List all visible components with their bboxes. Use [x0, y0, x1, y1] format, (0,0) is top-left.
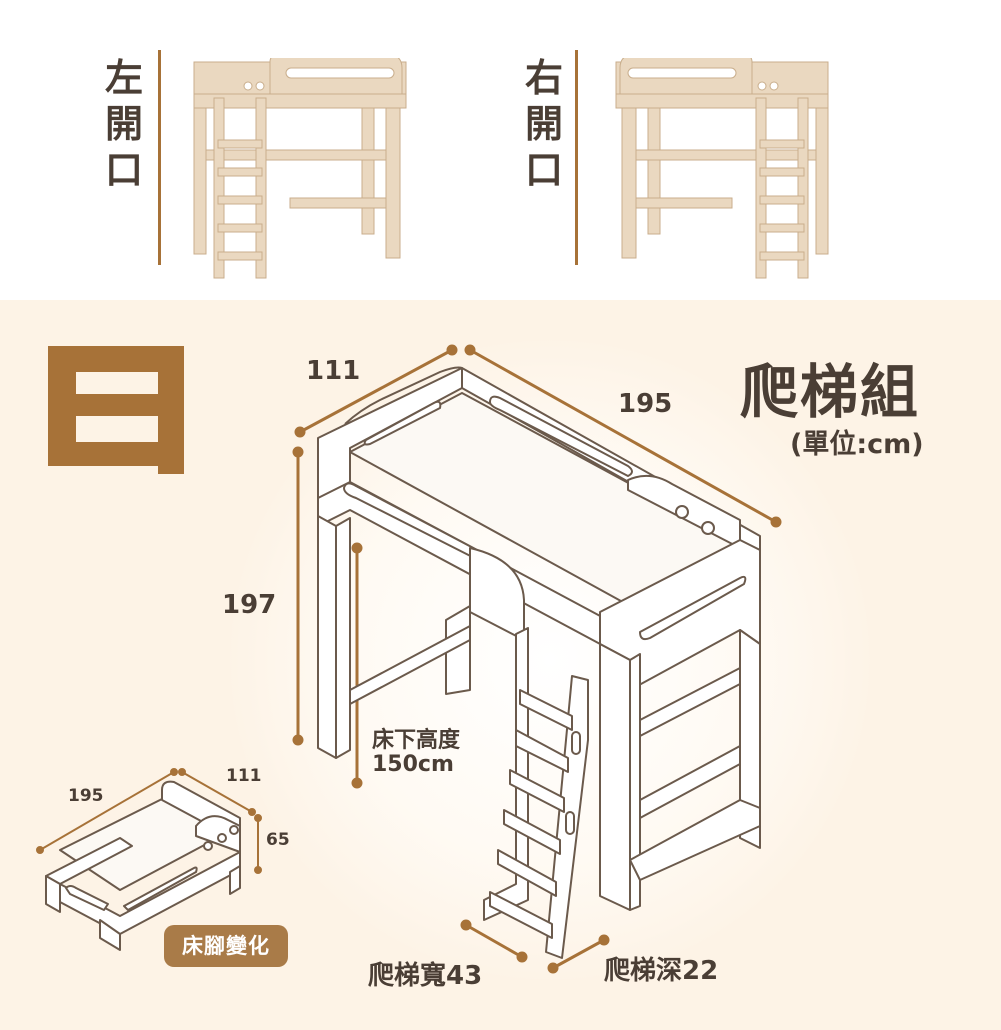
ladder-width-dimension-line	[465, 923, 523, 959]
right-divider-line	[575, 50, 578, 265]
width-dimension-line	[299, 348, 453, 434]
left-opening-bed-photo	[193, 58, 407, 279]
variant-length-line	[39, 771, 175, 851]
variant-height-label: 65	[266, 830, 290, 850]
ladder-width-label: 爬梯寬43	[368, 961, 483, 991]
left-divider-line	[158, 50, 161, 265]
under-bed-value: 150cm	[372, 752, 454, 777]
right-opening-char-2: 開	[524, 102, 565, 146]
right-opening-char-3: 口	[524, 148, 565, 192]
length-label: 195	[618, 389, 673, 419]
variant-length-label: 195	[68, 786, 104, 806]
variant-width-label: 111	[226, 766, 262, 786]
right-opening-char-1: 右	[524, 56, 565, 100]
ladder-depth-label: 爬梯深22	[604, 956, 719, 986]
width-label: 111	[306, 356, 361, 386]
left-opening-char-1: 左	[104, 56, 145, 100]
mini-bed-variant	[45, 780, 241, 951]
ladder-depth-dimension-line	[552, 938, 605, 970]
top-options-panel	[0, 0, 1001, 300]
left-opening-char-2: 開	[104, 102, 145, 146]
length-dimension-line	[469, 348, 777, 524]
left-opening-char-3: 口	[104, 148, 145, 192]
unit-label: (單位:cm)	[790, 429, 924, 460]
height-label: 197	[222, 590, 277, 620]
leg-variant-tag: 床腳變化	[164, 925, 288, 967]
brand-logo-mark	[48, 346, 184, 474]
left-opening-label: 左 開 口	[95, 55, 155, 193]
right-opening-bed-photo	[615, 58, 829, 279]
under-bed-label: 床下高度	[372, 728, 461, 753]
right-opening-label: 右 開 口	[515, 55, 575, 193]
page-title: 爬梯組	[740, 358, 921, 426]
variant-width-line	[181, 771, 253, 813]
